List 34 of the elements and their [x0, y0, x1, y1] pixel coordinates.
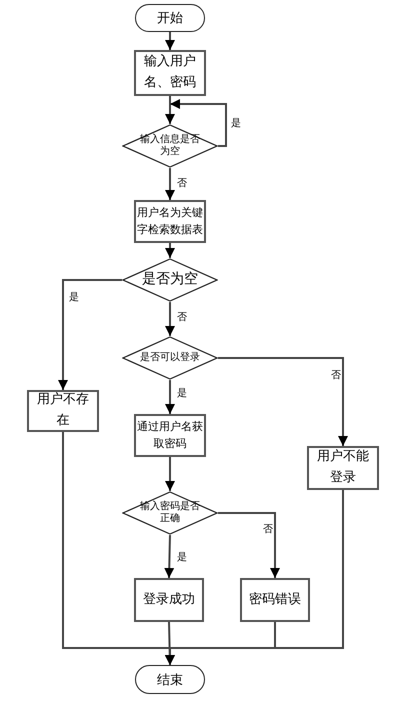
arrow [218, 357, 348, 446]
decision-text: 输入密码是否正确 [139, 500, 201, 526]
arrow [170, 99, 227, 147]
arrow [218, 512, 280, 578]
decision-text: 是否为空 [141, 270, 199, 290]
process-box: 通过用户名获取密码 [134, 414, 206, 457]
edge-label: 否 [262, 524, 274, 536]
arrow [165, 243, 175, 258]
edge-label: 否 [330, 370, 342, 382]
process-box: 输入用户名、密码 [134, 50, 206, 96]
edge-label: 是 [176, 552, 188, 564]
process-box: 密码错误 [240, 578, 310, 622]
arrow [165, 32, 175, 50]
arrow [58, 279, 122, 390]
process-box: 用户不存在 [27, 390, 99, 432]
edge-label: 是 [230, 118, 242, 130]
terminal-shape: 结束 [135, 665, 205, 694]
edge-label: 是 [176, 388, 188, 400]
arrow [164, 534, 174, 578]
decision-text: 输入信息是否为空 [139, 134, 201, 158]
arrow [165, 490, 344, 665]
process-box: 用户不能登录 [307, 446, 379, 490]
process-box: 用户名为关键字检索数据表 [134, 200, 206, 243]
arrow [165, 168, 175, 200]
edge-label: 是 [68, 292, 80, 304]
arrow [165, 457, 175, 491]
process-box: 登录成功 [134, 578, 204, 622]
edge-label: 否 [176, 178, 188, 190]
arrow [165, 302, 175, 336]
edge-label: 否 [176, 312, 188, 324]
arrow [165, 96, 175, 124]
decision-text: 是否可以登录 [139, 352, 201, 364]
arrow [165, 380, 175, 414]
terminal-shape: 开始 [135, 4, 205, 32]
